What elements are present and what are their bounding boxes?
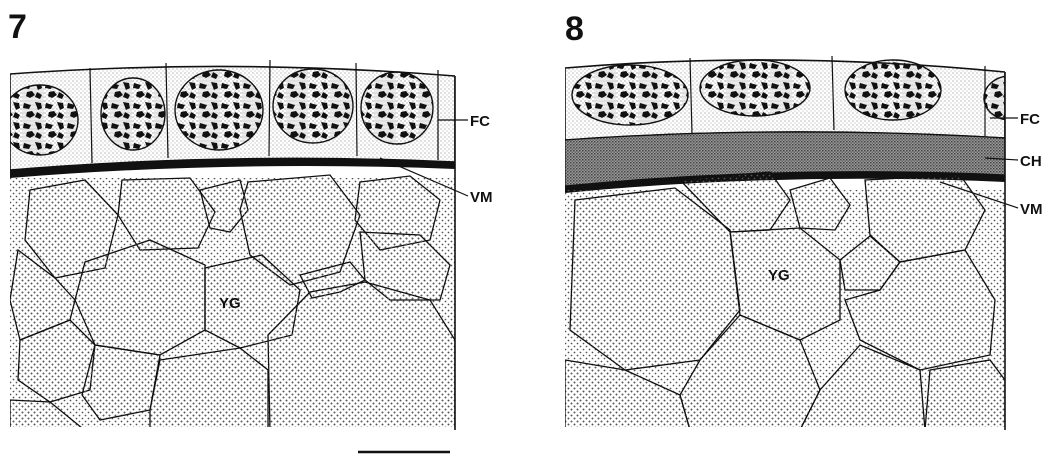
label-vm-7: VM	[470, 189, 493, 206]
panel-7: 7	[2, 8, 493, 452]
panel-8: 8	[565, 10, 1043, 430]
panel-7-number: 7	[8, 8, 27, 46]
panel-8-number: 8	[565, 10, 584, 48]
label-yg-8: YG	[768, 267, 790, 284]
yolk-granules-8	[565, 172, 1005, 430]
label-ch-8: CH	[1020, 153, 1042, 170]
label-fc-8: FC	[1020, 111, 1040, 128]
label-vm-8: VM	[1020, 201, 1043, 218]
label-yg-7: YG	[219, 295, 241, 312]
label-fc-7: FC	[470, 113, 490, 130]
